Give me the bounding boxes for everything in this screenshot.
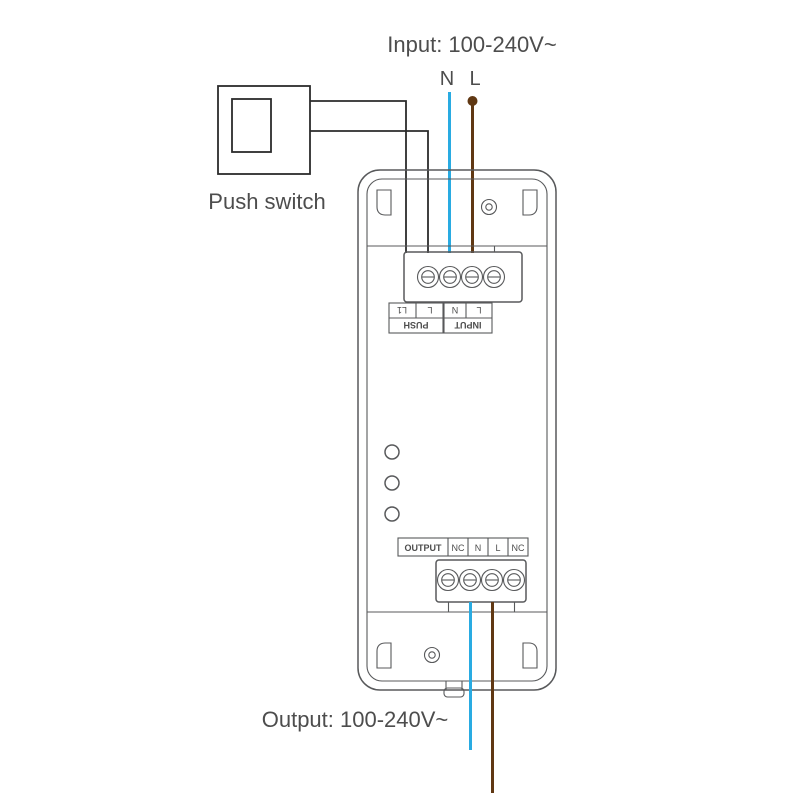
- output-strip-cell-nc2: NC: [512, 543, 525, 553]
- wire-label-n: N: [440, 68, 454, 90]
- terminal-screw: [438, 265, 462, 289]
- device-outer-case: [357, 169, 557, 691]
- push-terminal-l-label: L: [427, 305, 432, 315]
- push-switch-label: Push switch: [208, 189, 325, 214]
- input-terminal-l-label: L: [476, 305, 481, 315]
- input-voltage-label: Input: 100-240V~: [387, 32, 556, 57]
- bottom-right-mounting-tab: [522, 642, 538, 669]
- top-terminal-block: [403, 251, 523, 303]
- bottom-screw-hole: [423, 646, 441, 664]
- output-terminal-strip: OUTPUT NC N L NC: [397, 537, 529, 557]
- device-inner-case: [366, 178, 548, 682]
- push-switch-body: [217, 85, 311, 175]
- top-screw-hole: [480, 198, 498, 216]
- bottom-terminal-screws: [436, 568, 526, 592]
- terminal-screw: [482, 265, 506, 289]
- terminal-screw: [458, 568, 482, 592]
- push-switch-wire-1: [310, 100, 407, 253]
- terminal-screw: [436, 568, 460, 592]
- indicator-led-3: [384, 506, 400, 522]
- bottom-screw-hole-center: [428, 651, 436, 659]
- din-clip-tab: [443, 687, 465, 698]
- terminal-screw: [460, 265, 484, 289]
- bottom-terminal-block: [435, 559, 527, 603]
- push-group-label: PUSH: [403, 320, 428, 330]
- terminal-screw: [480, 568, 504, 592]
- top-right-mounting-tab: [522, 189, 538, 216]
- output-strip-cell-nc1: NC: [452, 543, 465, 553]
- output-strip-cell-output: OUTPUT: [405, 543, 443, 553]
- live-wire-terminal-dot: [467, 96, 478, 106]
- push-terminal-l1-label: L1: [397, 305, 407, 315]
- top-screw-hole-center: [485, 203, 493, 211]
- output-strip-cell-n: N: [475, 543, 482, 553]
- input-terminal-n-label: N: [452, 305, 459, 315]
- terminal-screw: [416, 265, 440, 289]
- wire-label-l: L: [469, 68, 480, 90]
- indicator-led-1: [384, 444, 400, 460]
- push-switch-button: [231, 98, 272, 153]
- input-terminal-label-box: INPUT N L: [443, 302, 493, 334]
- output-voltage-label: Output: 100-240V~: [262, 707, 449, 732]
- bottom-left-mounting-tab: [376, 642, 392, 669]
- indicator-led-2: [384, 475, 400, 491]
- push-switch-wire-2: [310, 130, 429, 253]
- push-terminal-label-box: PUSH L1 L: [388, 302, 444, 334]
- output-strip-cell-l: L: [495, 543, 500, 553]
- top-terminal-screws: [416, 265, 506, 289]
- top-left-mounting-tab: [376, 189, 392, 216]
- input-group-label: INPUT: [454, 320, 482, 330]
- terminal-screw: [502, 568, 526, 592]
